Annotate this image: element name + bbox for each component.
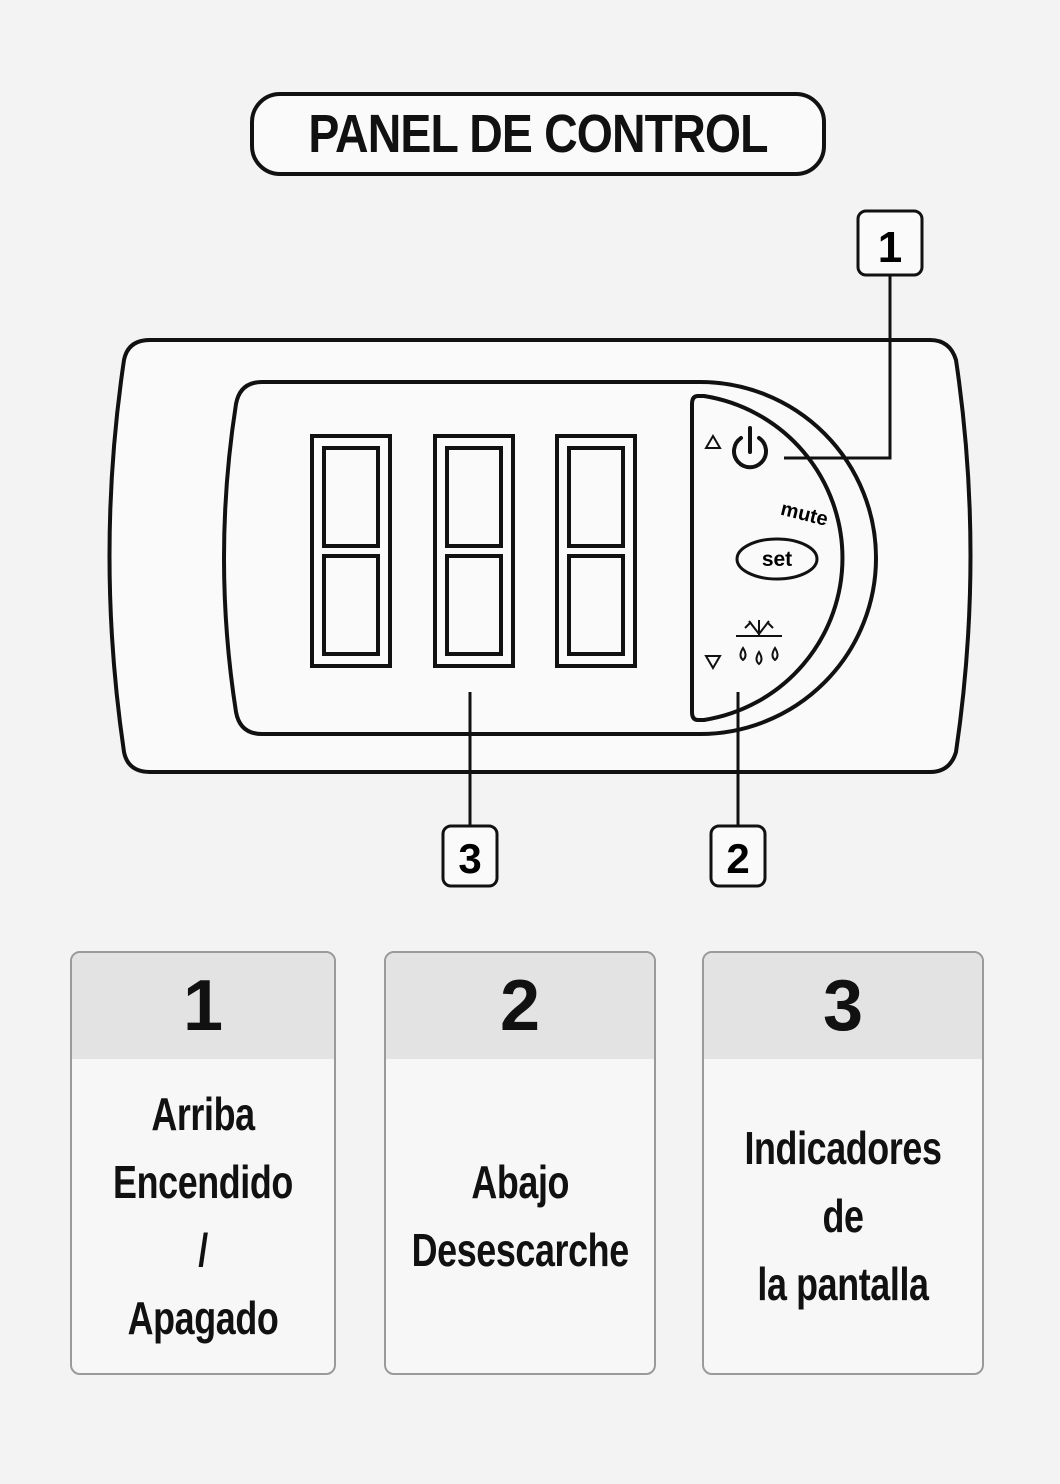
down-arrow-icon — [704, 655, 722, 670]
digit-3 — [555, 434, 637, 668]
callout-1: 1 — [856, 209, 924, 277]
legend-number: 1 — [182, 966, 224, 1046]
callout-2: 2 — [709, 824, 767, 888]
legend-text: Abajo Desescarche — [411, 1156, 629, 1276]
svg-text:1: 1 — [878, 223, 902, 272]
legend-text: Indicadores de la pantalla — [744, 1122, 942, 1310]
legend-card-body: Indicadores de la pantalla — [704, 1059, 982, 1373]
svg-text:2: 2 — [726, 835, 749, 882]
callout-3: 3 — [441, 824, 499, 888]
svg-text:3: 3 — [458, 835, 481, 882]
page-title: PANEL DE CONTROL — [308, 104, 768, 164]
legend-card-body: Arriba Encendido / Apagado — [72, 1059, 334, 1373]
defrost-icon[interactable] — [736, 620, 782, 666]
legend-number: 3 — [822, 966, 864, 1046]
power-icon[interactable] — [732, 426, 768, 470]
legend-card-1: 1 Arriba Encendido / Apagado — [70, 951, 336, 1375]
legend-card-header: 2 — [386, 953, 654, 1059]
set-button[interactable]: set — [735, 537, 819, 581]
leader-line-1 — [784, 276, 892, 460]
legend-card-header: 1 — [72, 953, 334, 1059]
title-box: PANEL DE CONTROL — [250, 92, 826, 176]
up-arrow-icon — [704, 434, 722, 449]
legend-number: 2 — [499, 966, 541, 1046]
set-button-label: set — [762, 548, 792, 571]
legend-card-body: Abajo Desescarche — [386, 1059, 654, 1373]
legend-card-3: 3 Indicadores de la pantalla — [702, 951, 984, 1375]
legend-card-2: 2 Abajo Desescarche — [384, 951, 656, 1375]
legend-text: Arriba Encendido / Apagado — [113, 1088, 293, 1344]
legend-card-header: 3 — [704, 953, 982, 1059]
digit-1 — [310, 434, 392, 668]
digit-2 — [433, 434, 515, 668]
